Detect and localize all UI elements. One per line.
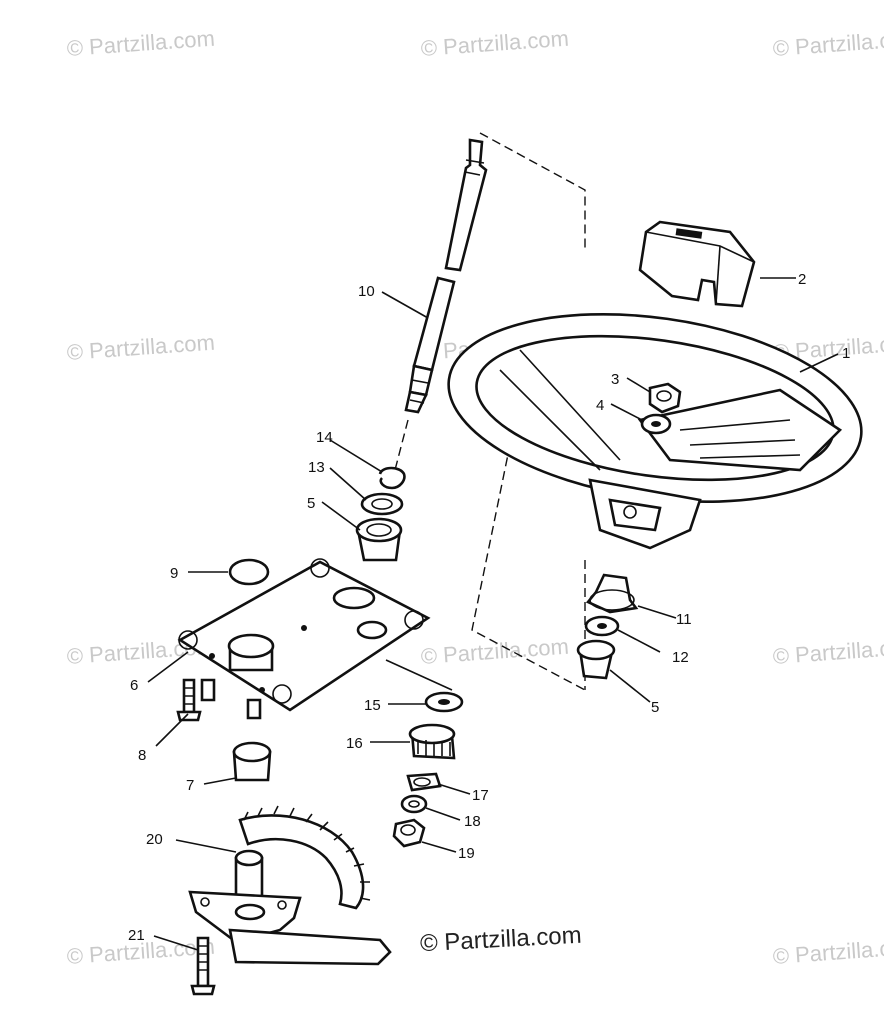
callout-10: 10 bbox=[358, 283, 375, 300]
callout-15: 15 bbox=[364, 697, 381, 714]
callout-5: 5 bbox=[307, 495, 315, 512]
bushing-washer bbox=[584, 615, 620, 637]
callout-14: 14 bbox=[316, 429, 333, 446]
leader-line bbox=[321, 501, 361, 531]
callout-12: 12 bbox=[672, 649, 689, 666]
leader-line bbox=[153, 935, 199, 951]
steering-shaft bbox=[404, 138, 488, 414]
leader-line bbox=[626, 377, 651, 393]
leader-line bbox=[609, 669, 651, 703]
shaft-bushing-left bbox=[355, 517, 403, 562]
leader-line bbox=[610, 403, 643, 421]
callout-5-right: 5 bbox=[651, 699, 659, 716]
assembly-guide-line bbox=[471, 429, 586, 691]
leader-line bbox=[175, 839, 237, 853]
leader-line bbox=[155, 713, 189, 747]
plate-bolt bbox=[176, 678, 202, 722]
leader-line bbox=[329, 467, 367, 501]
leader-line bbox=[203, 777, 237, 785]
callout-6: 6 bbox=[130, 677, 138, 694]
gear-lockwasher bbox=[406, 772, 442, 792]
callout-8: 8 bbox=[138, 747, 146, 764]
upper-bushing bbox=[585, 573, 639, 614]
callout-9: 9 bbox=[170, 565, 178, 582]
steering-cover bbox=[638, 220, 756, 308]
callout-7: 7 bbox=[186, 777, 194, 794]
steering-plate bbox=[177, 558, 431, 720]
callout-21: 21 bbox=[128, 927, 145, 944]
leader-line bbox=[637, 605, 677, 619]
callout-18: 18 bbox=[464, 813, 481, 830]
gear-washer bbox=[424, 691, 464, 713]
pivot-bushing bbox=[232, 741, 272, 782]
gear-spring-washer bbox=[400, 794, 428, 814]
lower-bushing-right bbox=[576, 639, 616, 680]
plug-cap bbox=[228, 558, 270, 586]
callout-20: 20 bbox=[146, 831, 163, 848]
assembly-guide-line bbox=[394, 419, 409, 471]
leader-line bbox=[799, 353, 839, 373]
callout-17: 17 bbox=[472, 787, 489, 804]
shaft-washer bbox=[360, 492, 404, 516]
assembly-guide-line bbox=[479, 132, 586, 250]
callout-19: 19 bbox=[458, 845, 475, 862]
arm-bolt bbox=[190, 936, 216, 996]
leader-line bbox=[617, 629, 661, 653]
wheel-nut bbox=[648, 382, 682, 414]
callout-11: 11 bbox=[676, 611, 692, 628]
callout-2: 2 bbox=[798, 271, 806, 288]
leader-line bbox=[385, 659, 453, 691]
callout-4: 4 bbox=[596, 397, 604, 414]
sector-gear bbox=[188, 805, 392, 966]
callout-16: 16 bbox=[346, 735, 363, 752]
wheel-washer bbox=[640, 413, 672, 435]
leader-line bbox=[425, 807, 461, 821]
callout-3: 3 bbox=[611, 371, 619, 388]
e-ring bbox=[378, 466, 406, 490]
leader-line bbox=[421, 841, 457, 853]
leader-line bbox=[147, 651, 189, 683]
gear-nut bbox=[392, 818, 426, 848]
pinion-gear bbox=[408, 723, 456, 760]
leader-line bbox=[381, 291, 429, 319]
leader-line bbox=[437, 783, 471, 795]
callout-13: 13 bbox=[308, 459, 325, 476]
callout-1: 1 bbox=[842, 345, 850, 362]
leader-line bbox=[329, 439, 383, 473]
